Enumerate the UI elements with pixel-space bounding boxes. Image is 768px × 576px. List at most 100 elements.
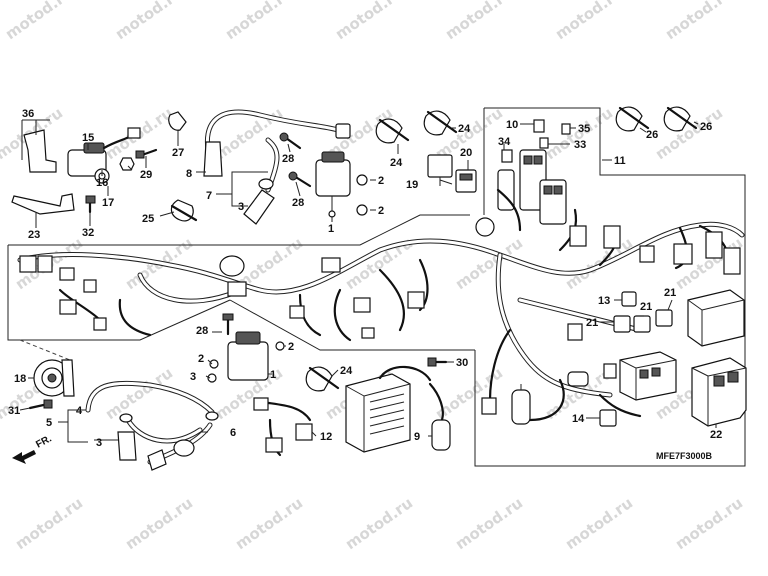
callout-13: 13 [598, 295, 610, 307]
callout-19: 19 [406, 179, 418, 191]
callout-32: 32 [82, 227, 94, 239]
callout-3-top: 3 [238, 201, 244, 213]
callout-34: 34 [498, 136, 511, 148]
watermark: motod.ru [2, 0, 76, 43]
callout-28-top: 28 [282, 153, 294, 165]
callout-2-d: 2 [288, 341, 294, 353]
plug-cable-8 [203, 109, 351, 177]
connector-14 [599, 409, 617, 427]
callout-2-a: 2 [378, 175, 384, 187]
fuse-33 [539, 137, 549, 149]
screw-30 [427, 357, 448, 367]
callout-8: 8 [186, 168, 192, 180]
callout-18: 18 [14, 373, 26, 385]
watermark: motod.ru [452, 494, 526, 553]
dashed-line [19, 339, 71, 361]
callout-14: 14 [572, 413, 585, 425]
watermark: motod.ru [122, 494, 196, 553]
callout-31: 31 [8, 405, 20, 417]
callout-26-a: 26 [646, 129, 658, 141]
callout-20: 20 [460, 147, 472, 159]
watermark: motod.ru [232, 494, 306, 553]
main-wire-harness [17, 188, 745, 422]
stay-23 [11, 193, 75, 215]
callout-5: 5 [46, 417, 52, 429]
fuse-10 [533, 119, 545, 133]
bolt-32 [85, 195, 96, 214]
relay-19 [427, 154, 453, 186]
band-25 [170, 199, 198, 222]
callout-33: 33 [574, 139, 586, 151]
watermark: motod.ru [672, 494, 746, 553]
callout-16: 16 [96, 177, 108, 189]
callout-2-b: 2 [378, 205, 384, 217]
fuse-34 [501, 149, 513, 163]
plug-cable-4 [85, 380, 219, 421]
plug-cable-6 [147, 422, 213, 471]
leader-lines [19, 120, 717, 443]
collar-2-top [356, 174, 368, 216]
watermark: motod.ru [342, 494, 416, 553]
bolt-28-mid [288, 171, 312, 188]
callout-3-mid: 3 [190, 371, 196, 383]
watermark: motod.ru [12, 494, 86, 553]
relay-box [619, 351, 677, 401]
plug-cable-3-top [243, 137, 280, 225]
callout-6: 6 [230, 427, 236, 439]
ecu-22 [691, 357, 747, 427]
fuse-block [687, 289, 745, 347]
callout-21-c: 21 [664, 287, 676, 299]
relay-20 [455, 169, 477, 193]
callout-23: 23 [28, 229, 40, 241]
harness-connectors [19, 217, 741, 415]
callout-1-top: 1 [328, 223, 334, 235]
watermark: motod.ru [442, 0, 516, 43]
harness-frame-bottom [229, 299, 475, 351]
plug-cable-3-bottom [117, 413, 203, 461]
fuse-35 [561, 123, 571, 135]
callout-30: 30 [456, 357, 468, 369]
bolt-31 [28, 399, 53, 410]
callout-labels: 36 15 16 17 29 23 32 27 25 8 7 3 28 28 1… [8, 108, 722, 449]
callout-27: 27 [172, 147, 184, 159]
clip-27 [168, 111, 187, 131]
callout-21-a: 21 [586, 317, 598, 329]
band-26-b [663, 106, 698, 132]
callout-1-lower: 1 [270, 369, 276, 381]
bolt-28-lower [222, 313, 234, 336]
callout-21-b: 21 [640, 301, 652, 313]
callout-4: 4 [76, 405, 83, 417]
horn-18 [33, 359, 75, 397]
front-arrow-icon [12, 450, 36, 464]
watermark: motod.ru [562, 494, 636, 553]
relay-21-c [655, 309, 673, 327]
fuse-box-11 [497, 149, 567, 225]
callout-11: 11 [614, 155, 626, 167]
callout-28-lower: 28 [196, 325, 208, 337]
callout-29: 29 [140, 169, 152, 181]
callout-15: 15 [82, 132, 94, 144]
callout-24-b: 24 [458, 123, 471, 135]
callout-2-c: 2 [198, 353, 204, 365]
sub-harness-12 [253, 397, 313, 457]
callout-7: 7 [206, 190, 212, 202]
front-direction-indicator: FR. [12, 433, 54, 464]
canister [511, 384, 531, 425]
relay-13 [621, 291, 637, 307]
nut-17 [119, 157, 135, 171]
callout-28-mid: 28 [292, 197, 304, 209]
ignition-coil-1 [315, 151, 351, 218]
harness-frame-top [8, 214, 470, 246]
bolt-28-top [279, 132, 302, 150]
watermark-layer: motod.ru motod.ru motod.ru motod.ru moto… [0, 0, 746, 553]
callout-3-bottom: 3 [96, 437, 102, 449]
cylinder-part [567, 371, 589, 387]
frame-lines [7, 107, 746, 467]
condenser-9 [428, 382, 451, 451]
harness-frame-left [7, 245, 231, 341]
watermark: motod.ru [112, 0, 186, 43]
watermark: motod.ru [332, 0, 406, 43]
bracket-36 [21, 119, 57, 173]
switch-15 [67, 127, 141, 177]
